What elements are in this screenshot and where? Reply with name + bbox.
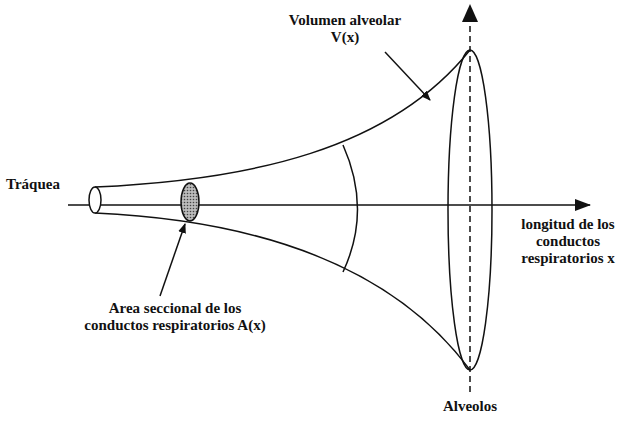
alveoli-ellipse [448, 50, 492, 370]
trachea-opening [89, 187, 101, 213]
alveoli-axis [469, 8, 471, 392]
cross-section [181, 183, 199, 221]
axis-label: longitud de los conductos respiratorios … [498, 216, 638, 267]
axis-arrowhead [462, 4, 478, 22]
length-axis [68, 204, 590, 206]
section-label: Area seccional de los conductos respirat… [80, 300, 270, 334]
airway-lower-wall [95, 213, 470, 370]
section-arc [343, 145, 358, 272]
volume-label: Volumen alveolar V(x) [275, 12, 415, 46]
leader-arrow [385, 52, 430, 100]
airway-upper-wall [95, 50, 470, 187]
leader-arrow [160, 224, 185, 296]
alveoli-label: Alveolos [410, 398, 530, 415]
trachea-label: Tráquea [6, 176, 86, 193]
